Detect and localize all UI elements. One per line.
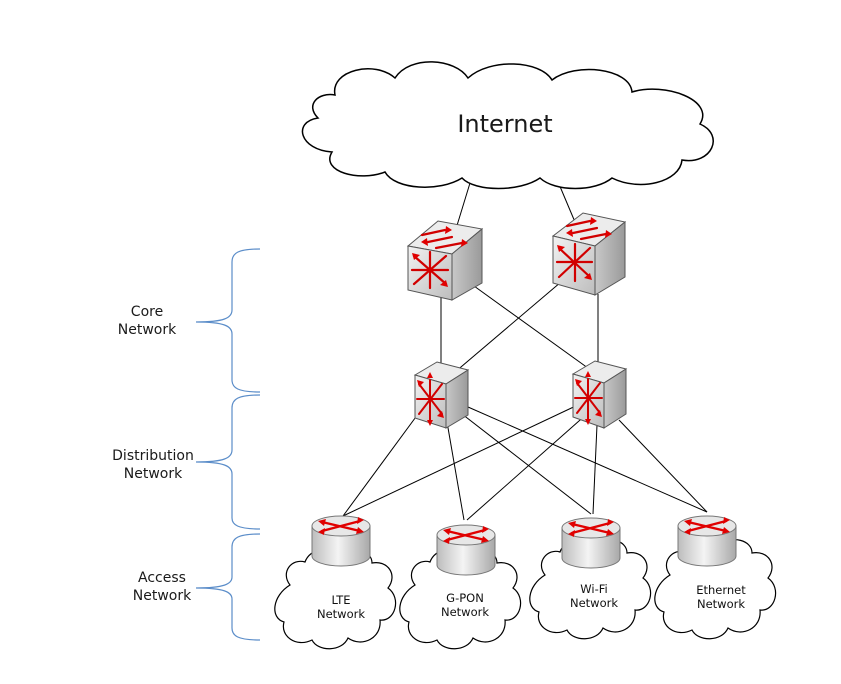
access-network-label-line2: Network bbox=[132, 588, 192, 604]
gpon-network-label: G-PON Network bbox=[421, 591, 509, 619]
core-network-label-line2: Network bbox=[117, 322, 177, 338]
router-wifi bbox=[561, 517, 621, 569]
link-dist2-wifi bbox=[592, 424, 598, 515]
lte-network-label-line1: LTE bbox=[331, 593, 351, 607]
ethernet-network-label-line1: Ethernet bbox=[696, 583, 746, 597]
access-clouds bbox=[274, 538, 777, 650]
link-dist2-lte bbox=[342, 402, 583, 517]
distribution-switch-2 bbox=[571, 360, 628, 429]
ethernet-network-label: Ethernet Network bbox=[677, 583, 765, 611]
distribution-switch-1 bbox=[413, 361, 470, 429]
router-lte bbox=[311, 515, 371, 567]
distribution-brace bbox=[195, 394, 261, 530]
link-internet-core1 bbox=[454, 182, 471, 233]
wifi-network-label-line2: Network bbox=[569, 596, 619, 610]
lte-network-label: LTE Network bbox=[297, 593, 385, 621]
access-network-label-line1: Access bbox=[138, 570, 186, 586]
link-dist2-ethernet bbox=[618, 419, 708, 513]
wifi-network-label: Wi-Fi Network bbox=[550, 582, 638, 610]
access-brace bbox=[195, 533, 261, 641]
core-switch-2 bbox=[551, 212, 627, 296]
core-network-label: Core Network bbox=[87, 303, 207, 339]
link-dist1-lte bbox=[342, 409, 422, 517]
router-gpon bbox=[436, 524, 496, 576]
distribution-network-label-line1: Distribution bbox=[112, 448, 194, 464]
distribution-network-label-line2: Network bbox=[123, 466, 183, 482]
wifi-network-label-line1: Wi-Fi bbox=[580, 582, 608, 596]
link-core1-dist2 bbox=[473, 285, 600, 377]
internet-label: Internet bbox=[457, 110, 553, 138]
router-ethernet bbox=[677, 515, 737, 567]
access-network-label: Access Network bbox=[102, 569, 222, 605]
layer-braces bbox=[195, 248, 261, 641]
connection-lines bbox=[342, 176, 708, 521]
core-brace bbox=[195, 248, 261, 393]
core-switch-1 bbox=[406, 220, 484, 301]
internet-cloud bbox=[301, 61, 714, 190]
link-core2-dist1 bbox=[447, 281, 562, 379]
lte-network-label-line2: Network bbox=[316, 607, 366, 621]
core-network-label-line1: Core bbox=[130, 304, 164, 320]
link-dist1-ethernet bbox=[467, 406, 708, 513]
gpon-network-label-line1: G-PON bbox=[446, 591, 484, 605]
link-dist2-gpon bbox=[466, 412, 589, 521]
distribution-network-label: Distribution Network bbox=[93, 447, 213, 483]
ethernet-network-label-line2: Network bbox=[696, 597, 746, 611]
gpon-network-label-line2: Network bbox=[440, 605, 490, 619]
link-dist1-wifi bbox=[461, 413, 592, 515]
link-dist1-gpon bbox=[446, 421, 465, 521]
